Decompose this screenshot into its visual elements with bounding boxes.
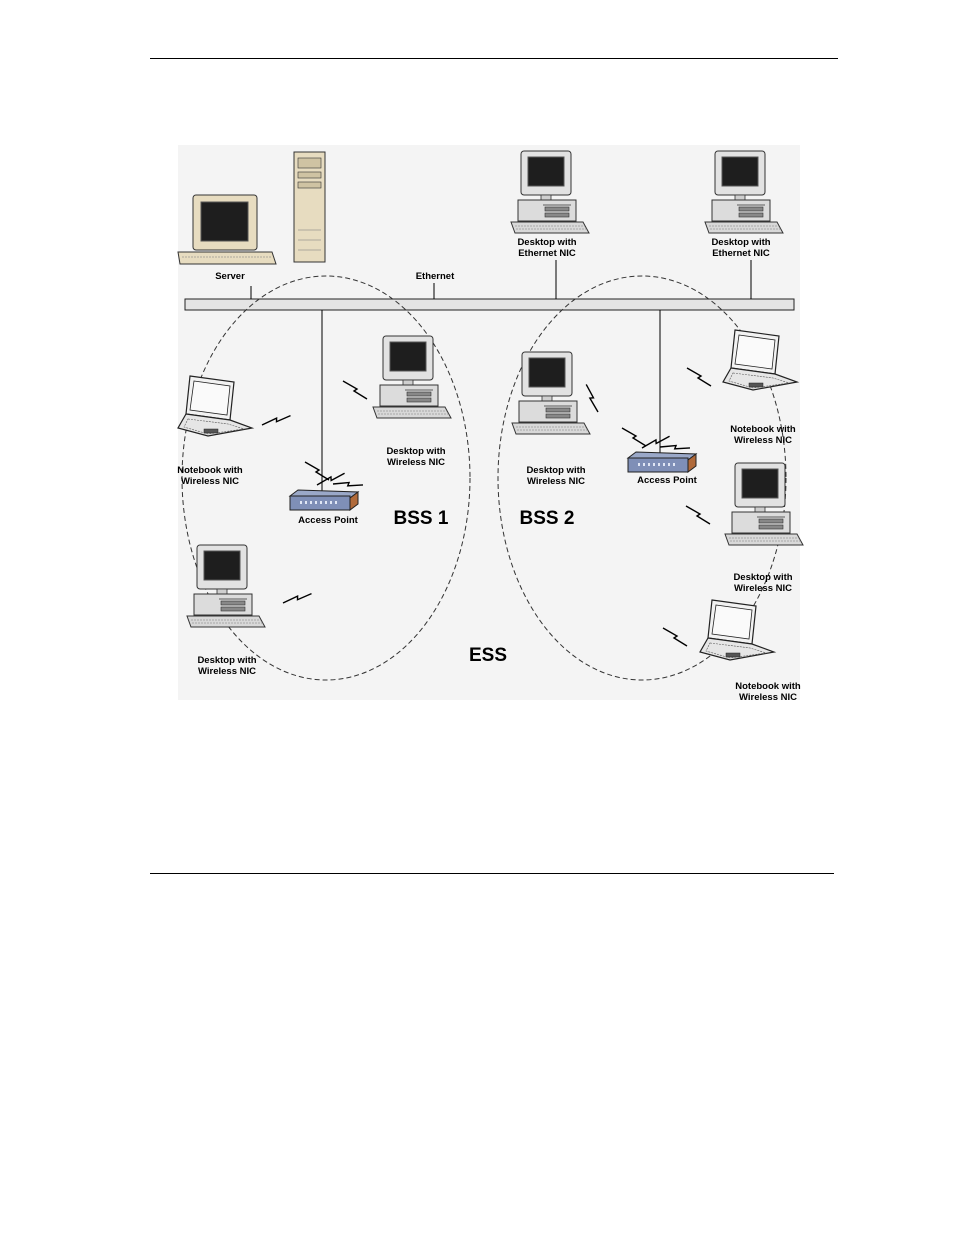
notebook-wireless-icon-1 — [178, 376, 252, 436]
label-desktop-wireless-1-line2: Wireless NIC — [387, 457, 445, 468]
label-server: Server — [215, 271, 245, 282]
label-desktop-wireless-2-line1: Desktop with — [197, 655, 256, 666]
server-workstation-icon — [178, 195, 276, 264]
label-desktop-wireless-4-line2: Wireless NIC — [734, 583, 792, 594]
label-desktop-wireless-1-line1: Desktop with — [386, 446, 445, 457]
desktop-wireless-icon-2 — [187, 545, 265, 627]
label-desktop-wireless-3-line2: Wireless NIC — [527, 476, 585, 487]
label-access-point-2: Access Point — [637, 475, 697, 486]
desktop-wireless-icon-1 — [373, 336, 451, 418]
label-desktop-wireless-4-line1: Desktop with — [733, 572, 792, 583]
desktop-ethernet-icon-1 — [511, 151, 589, 233]
label-notebook-2-line2: Wireless NIC — [734, 435, 792, 446]
label-notebook-2-line1: Notebook with — [730, 424, 796, 435]
label-notebook-1-line1: Notebook with — [177, 465, 243, 476]
label-ess: ESS — [469, 645, 507, 666]
access-point-icon-1 — [290, 490, 358, 510]
label-bss1: BSS 1 — [394, 508, 449, 529]
notebook-wireless-icon-3 — [700, 600, 774, 660]
desktop-wireless-icon-3 — [512, 352, 590, 434]
label-desktop-ethernet-1-line2: Ethernet NIC — [518, 248, 576, 259]
desktop-wireless-icon-4 — [725, 463, 803, 545]
notebook-wireless-icon-2 — [723, 330, 797, 390]
label-desktop-wireless-2-line2: Wireless NIC — [198, 666, 256, 677]
label-bss2: BSS 2 — [520, 508, 575, 529]
label-access-point-1: Access Point — [298, 515, 358, 526]
desktop-ethernet-icon-2 — [705, 151, 783, 233]
label-desktop-ethernet-2-line2: Ethernet NIC — [712, 248, 770, 259]
server-tower-icon — [294, 152, 325, 262]
label-notebook-1-line2: Wireless NIC — [181, 476, 239, 487]
label-desktop-ethernet-2-line1: Desktop with — [711, 237, 770, 248]
label-desktop-ethernet-1-line1: Desktop with — [517, 237, 576, 248]
ethernet-backbone — [185, 299, 794, 310]
label-ethernet: Ethernet — [416, 271, 455, 282]
label-desktop-wireless-3-line1: Desktop with — [526, 465, 585, 476]
label-notebook-3-line1: Notebook with — [735, 681, 801, 692]
label-notebook-3-line2: Wireless NIC — [739, 692, 797, 703]
access-point-icon-2 — [628, 452, 696, 472]
